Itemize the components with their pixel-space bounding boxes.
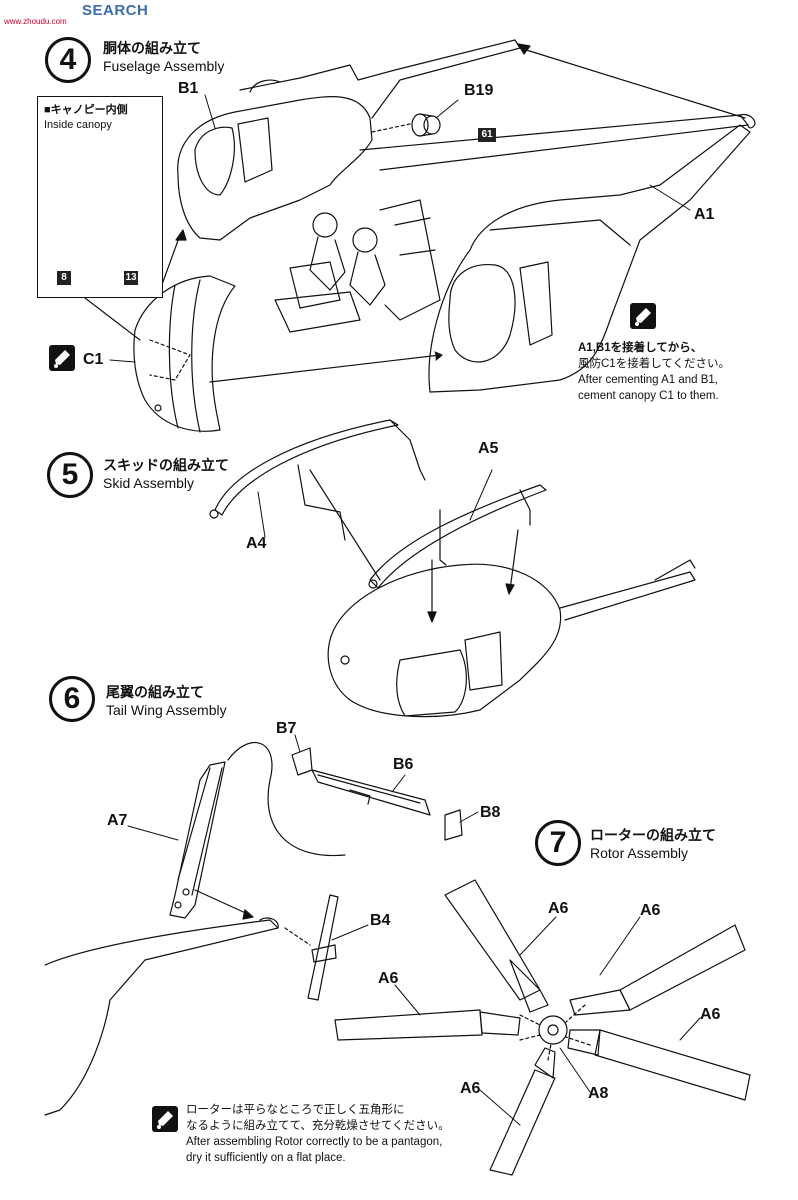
rotor-blade-drawing [334,879,751,1176]
part-label-a6: A6 [640,902,661,919]
cement-note-icon [152,1106,178,1132]
fuselage-halves-drawing [133,39,756,433]
step-6-title-jp: 尾翼の組み立て [106,684,204,700]
part-number-13: 13 [124,271,138,285]
step-5-number: 5 [47,452,93,498]
part-label-c1: C1 [83,351,104,368]
step-6-number: 6 [49,676,95,722]
part-label-a6: A6 [378,970,399,987]
part-label-b1: B1 [178,80,199,97]
step-4-note-jp1: A1,B1を接着してから、 [578,342,703,354]
step-7-title-en: Rotor Assembly [590,845,689,861]
part-label-b19: B19 [464,82,494,99]
cement-note-icon [630,303,656,329]
part-label-a8: A8 [588,1085,609,1102]
watermark: SEARCH www.zhoudu.com [4,2,148,26]
part-label-a6: A6 [548,900,569,917]
part-number-8: 8 [57,271,71,285]
step-4-note: A1,B1を接着してから、 風防C1を接着してください。 After cemen… [578,340,730,404]
step-7-title-jp: ローターの組み立て [590,827,716,843]
part-label-b4: B4 [370,912,391,929]
step-5-title-en: Skid Assembly [103,475,195,491]
step-7-number: 7 [535,820,581,866]
step-4-title-jp: 胴体の組み立て [103,40,201,56]
part-label-a5: A5 [478,440,499,457]
watermark-url: www.zhoudu.com [4,17,67,26]
part-label-b6: B6 [393,756,414,773]
step-5-title-jp: スキッドの組み立て [103,457,229,473]
step-4-number: 4 [45,37,91,83]
step-7-note: ローターは平らなところで正しく五角形に なるように組み立てて、充分乾燥させてくだ… [186,1102,450,1166]
step-4-note-jp2: 風防C1を接着してください。 [578,358,731,370]
step-7-note-en2: dry it sufficiently on a flat place. [186,1152,346,1164]
part-label-b8: B8 [480,804,501,821]
part-number-61: 61 [478,128,496,142]
inside-canopy-inset [37,96,163,298]
skid-drawing [209,419,696,718]
part-label-a7: A7 [107,812,128,829]
step-6-title-en: Tail Wing Assembly [106,702,227,718]
inset-title-jp: ■キャノピー内側 [44,104,128,116]
part-label-b7: B7 [276,720,297,737]
step-7-note-jp1: ローターは平らなところで正しく五角形に [186,1104,405,1116]
part-label-a1: A1 [694,206,715,223]
watermark-site: SEARCH [82,2,149,19]
cement-note-icon [49,345,75,371]
step-4-note-en1: After cementing A1 and B1, [578,374,719,386]
part-label-a6: A6 [460,1080,481,1097]
tail-wing-drawing [44,742,463,1116]
part-label-a4: A4 [246,535,267,552]
part-leader-lines [109,94,701,1126]
step-4-title-en: Fuselage Assembly [103,58,225,74]
step-4-note-en2: cement canopy C1 to them. [578,390,719,402]
inset-title-en: Inside canopy [44,119,112,131]
inset-pointer-line [84,297,141,341]
step-7-note-en1: After assembling Rotor correctly to be a… [186,1136,443,1148]
step-7-note-jp2: なるように組み立てて、充分乾燥させてください。 [186,1120,450,1132]
part-label-a6: A6 [700,1006,721,1023]
